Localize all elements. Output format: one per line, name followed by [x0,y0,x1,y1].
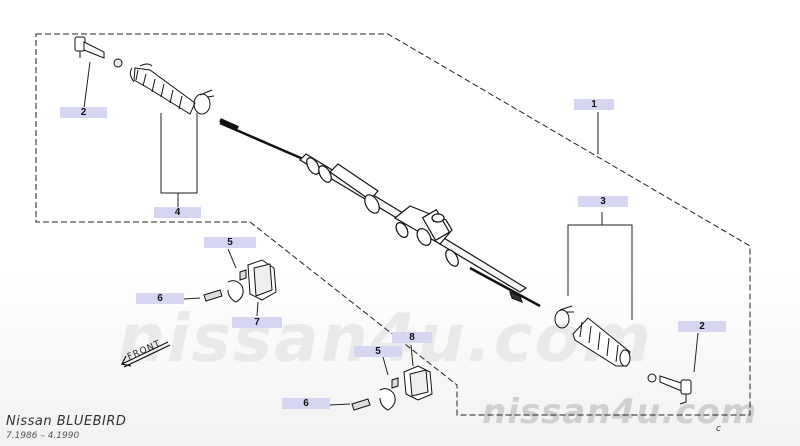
model-caption: Nissan BLUEBIRD [6,414,127,429]
boot-left [129,63,196,115]
mount-group-bottom [351,365,433,411]
watermark-center: nissan4u.com [118,300,653,377]
callout-7-left: 7 [232,317,282,328]
leader-5-left [227,248,237,269]
clamp-left [193,89,215,115]
boot-right [572,317,631,367]
bracket-4 [160,113,198,194]
bracket-3 [567,224,633,320]
callout-2-top-left: 2 [60,107,107,118]
leader-2-right [693,332,699,373]
leader-2-top [83,61,91,109]
steering-rack-assembly [219,118,541,308]
leader-6-bottom [329,403,351,406]
corner-mark: c [716,424,721,434]
front-arrow [120,341,171,368]
callout-3: 3 [578,196,628,207]
callout-6-bottom: 6 [282,398,330,409]
clamp-right [554,305,574,329]
callout-2-right: 2 [678,321,726,332]
tie-rod-end-top-left [74,36,123,68]
leader-8-bottom [410,344,414,367]
tie-rod-end-right [647,373,692,405]
callout-8: 8 [392,332,432,343]
leader-5-bottom [382,356,389,376]
leader-7-left [256,301,259,317]
mount-group-left [203,259,277,303]
callout-5-left: 5 [204,237,256,248]
year-range-caption: 7.1986 – 4.1990 [6,431,80,441]
assembly-outline [35,33,751,416]
leader-6-left [183,297,201,300]
callout-6-left: 6 [136,293,184,304]
callout-1: 1 [574,99,614,110]
callout-4: 4 [154,207,201,218]
callout-5-bottom: 5 [354,346,402,357]
watermark-corner: nissan4u.com [482,392,758,432]
